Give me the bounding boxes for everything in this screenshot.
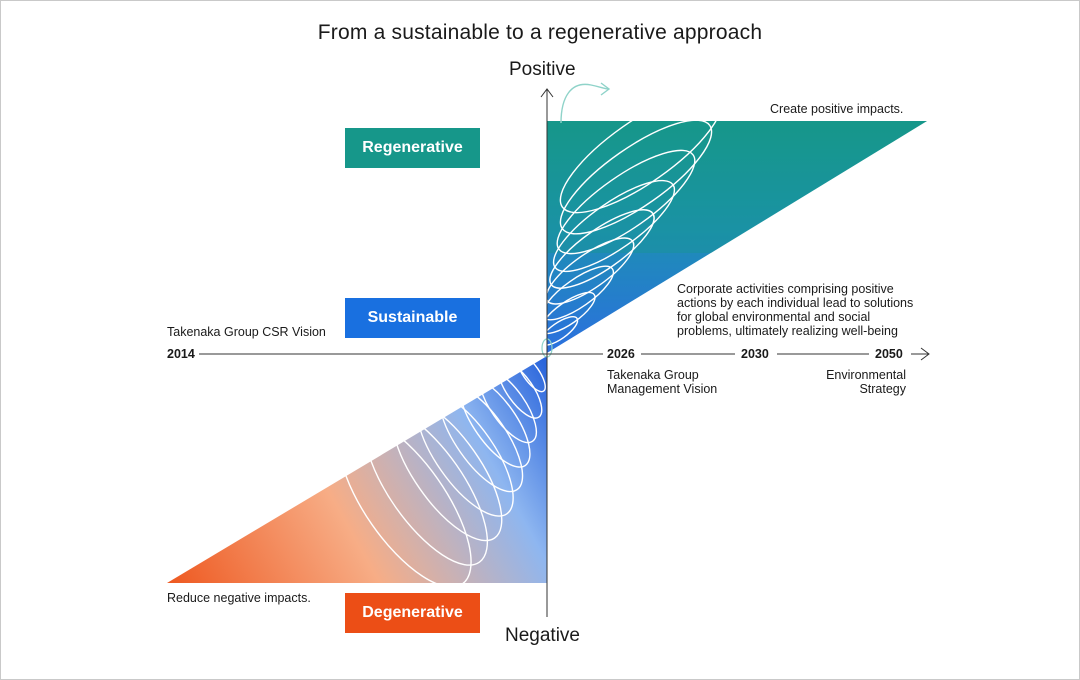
year-2014: 2014: [163, 347, 199, 361]
year-2030: 2030: [737, 347, 773, 361]
environmental-strategy-label: Environmental Strategy: [826, 368, 906, 396]
spiral-lower: [338, 353, 546, 588]
time-axis: [197, 347, 930, 361]
csr-vision-label: Takenaka Group CSR Vision: [167, 325, 326, 339]
regenerative-area: [547, 121, 927, 353]
corporate-activities-label: Corporate activities comprising positive…: [677, 282, 914, 338]
stage-sustainable-label: Sustainable: [345, 298, 480, 338]
vertical-axis: [540, 88, 554, 617]
stage-degenerative-label: Degenerative: [345, 593, 480, 633]
spiral-upper: [539, 90, 723, 346]
year-2050: 2050: [871, 347, 907, 361]
axis-label-positive: Positive: [509, 59, 576, 80]
axis-label-negative: Negative: [505, 625, 580, 646]
year-2026: 2026: [603, 347, 639, 361]
regenerative-band: [547, 121, 927, 253]
create-positive-label: Create positive impacts.: [770, 102, 904, 116]
stage-regenerative-label: Regenerative: [345, 128, 480, 168]
page-title: From a sustainable to a regenerative app…: [317, 21, 763, 44]
spiral-arrow: [560, 82, 611, 124]
reduce-negative-label: Reduce negative impacts.: [167, 591, 311, 605]
management-vision-label: Takenaka Group Management Vision: [607, 368, 718, 396]
degenerative-area: [167, 356, 547, 583]
